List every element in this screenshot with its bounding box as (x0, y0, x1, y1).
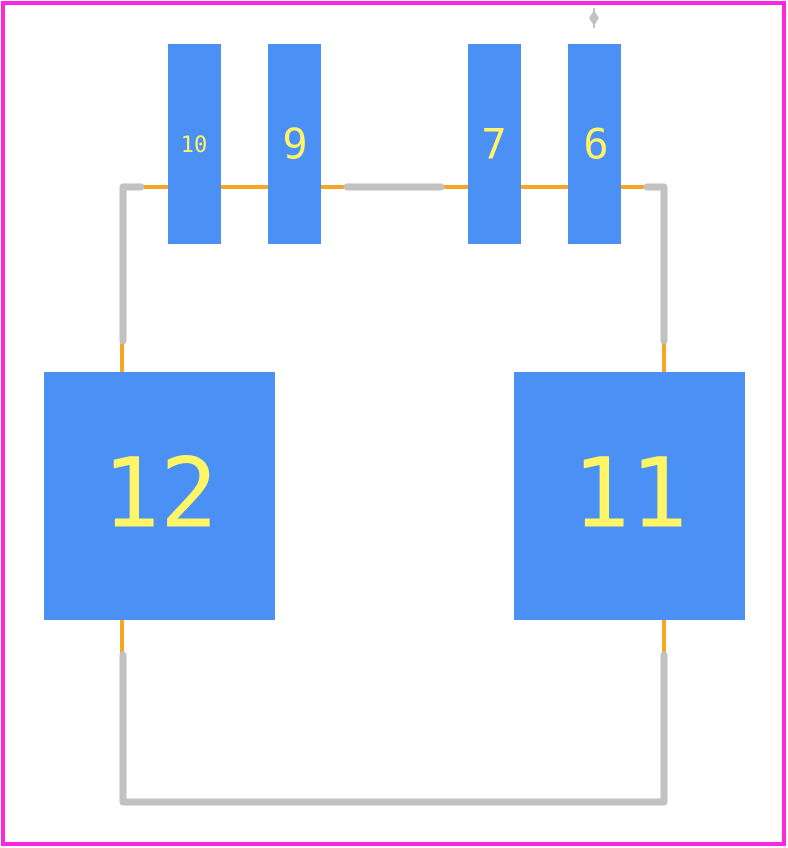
pad-6[interactable]: 6 (568, 44, 621, 244)
pad-11-copper[interactable] (514, 372, 745, 620)
silkscreen-top-right-corner (643, 183, 668, 345)
pad-9-copper[interactable] (268, 44, 321, 244)
pad-7-copper[interactable] (468, 44, 521, 244)
pad-10-label: 10 (181, 133, 208, 158)
pad-7[interactable]: 7 (468, 44, 521, 244)
origin-marker-icon (589, 8, 599, 28)
pad-12-label: 12 (102, 437, 218, 549)
pad-12-copper[interactable] (44, 372, 275, 620)
silkscreen-bottom (119, 651, 668, 806)
pad-7-label: 7 (481, 120, 506, 169)
pad-12[interactable]: 12 (44, 372, 275, 620)
pad-10[interactable]: 10 (168, 44, 221, 244)
pad-10-copper[interactable] (168, 44, 221, 244)
pad-11[interactable]: 11 (514, 372, 745, 620)
pad-9[interactable]: 9 (268, 44, 321, 244)
silkscreen-top-left-corner (119, 183, 145, 345)
pad-6-label: 6 (583, 120, 608, 169)
pad-11-label: 11 (572, 437, 688, 549)
silkscreen-outline (119, 183, 668, 806)
pad-6-copper[interactable] (568, 44, 621, 244)
pad-9-label: 9 (282, 120, 307, 169)
